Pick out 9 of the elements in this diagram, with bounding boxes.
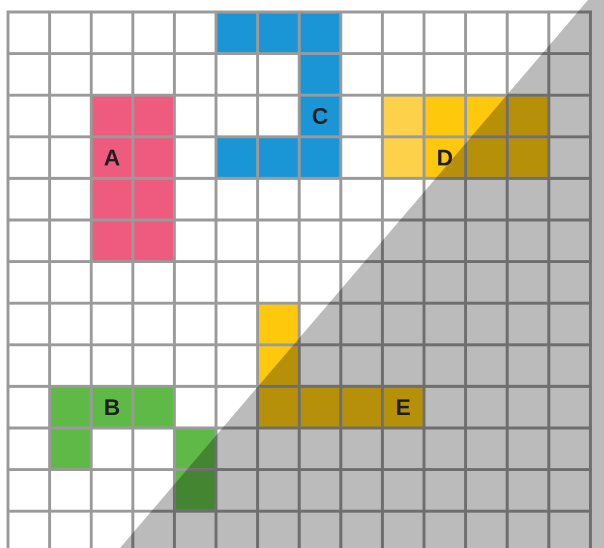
puzzle-piece: A [91,95,174,262]
puzzle-piece: E [258,303,424,428]
node-label: A [104,150,120,166]
puzzle-piece: B [50,386,216,512]
node-label: C [312,108,328,124]
puzzle-piece: C [216,12,341,178]
node-label: D [438,150,452,166]
puzzle-piece: D [382,95,549,178]
node-label: E [397,399,410,415]
